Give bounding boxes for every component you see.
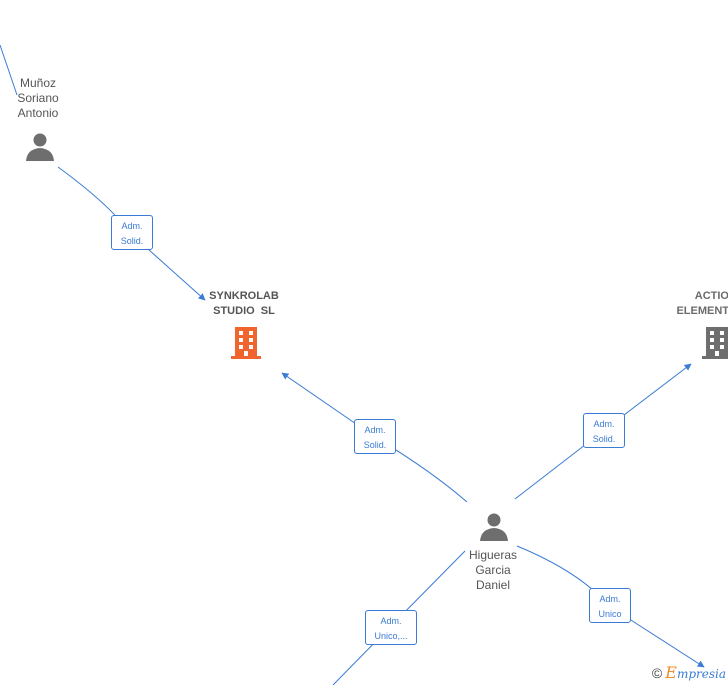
edge-badge-higueras-bottom-right[interactable]: Adm. Unico: [589, 588, 631, 623]
person-munoz-icon[interactable]: [25, 132, 55, 162]
edge-badge-text: Unico,...: [374, 631, 408, 641]
brand-logo-initial: E: [665, 663, 677, 682]
person-higueras-label: Higueras Garcia Daniel: [455, 548, 531, 593]
brand-logo-text: mpresia: [676, 667, 726, 681]
edge-badge-higueras-action[interactable]: Adm. Solid.: [583, 413, 625, 448]
person-munoz-line-3: Antonio: [17, 106, 59, 120]
edge-badge-text: Solid.: [120, 236, 144, 246]
company-synkrolab-label: SYNKROLAB STUDIO SL: [196, 289, 292, 319]
person-munoz-label: Muñoz Soriano Antonio: [2, 76, 74, 121]
person-higueras-line-2: Garcia: [475, 563, 511, 577]
edge-badge-text: Adm.: [121, 221, 143, 231]
copyright-symbol: ©: [651, 665, 663, 681]
person-munoz-line-1: Muñoz: [19, 76, 57, 90]
company-synkrolab-line-1: SYNKROLAB: [209, 290, 279, 302]
edge-badge-text: Adm.: [593, 419, 615, 429]
person-higueras-icon[interactable]: [479, 512, 509, 542]
edge-badge-text: Adm.: [599, 594, 621, 604]
person-munoz-line-2: Soriano: [17, 91, 59, 105]
company-action-building-icon[interactable]: [702, 326, 728, 360]
company-action-line-1: ACTIO: [694, 290, 728, 302]
empresia-watermark: ©Empresia: [652, 663, 726, 682]
edge-badge-text: Solid.: [363, 440, 387, 450]
edge-badge-munoz-synkrolab[interactable]: Adm. Solid.: [111, 215, 153, 250]
edge-badge-text: Adm.: [364, 425, 386, 435]
edge-badge-text: Unico: [598, 609, 622, 619]
company-action-label: ACTIO ELEMENT: [668, 289, 728, 319]
edge-badge-text: Solid.: [592, 434, 616, 444]
company-synkrolab-building-icon[interactable]: [230, 326, 262, 360]
company-action-line-2: ELEMENT: [676, 305, 728, 317]
company-synkrolab-line-2: STUDIO SL: [213, 305, 275, 317]
person-higueras-line-3: Daniel: [475, 578, 511, 592]
edge-badge-higueras-bottom-left[interactable]: Adm. Unico,...: [365, 610, 417, 645]
person-higueras-line-1: Higueras: [468, 548, 518, 562]
edge-top-left-to-munoz: [0, 44, 18, 96]
edge-badge-higueras-synkrolab[interactable]: Adm. Solid.: [354, 419, 396, 454]
edge-badge-text: Adm.: [380, 616, 402, 626]
